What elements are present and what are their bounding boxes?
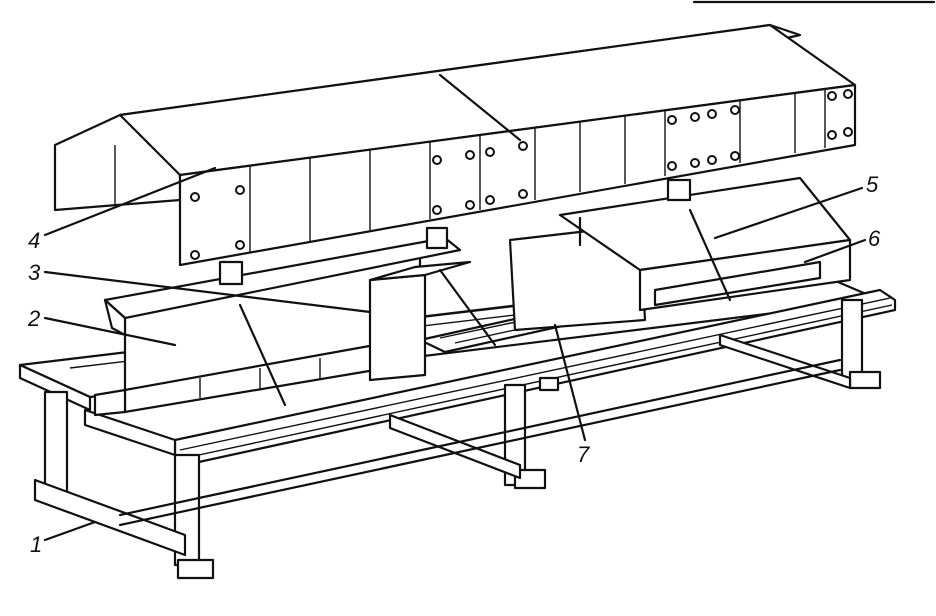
callout-1-leader bbox=[43, 520, 97, 542]
callout-5: 5 bbox=[713, 172, 879, 240]
hood-front-panel bbox=[178, 83, 857, 267]
callout-3-leader bbox=[43, 270, 372, 314]
callout-4-leader bbox=[43, 166, 217, 237]
middle-module bbox=[368, 260, 497, 382]
right-module-base bbox=[653, 260, 822, 307]
middle-hinge bbox=[425, 226, 449, 250]
left-hinge bbox=[218, 260, 244, 286]
right-module bbox=[508, 176, 852, 332]
callout-6-label: 6 bbox=[868, 226, 881, 251]
callout-7-label: 7 bbox=[577, 442, 590, 467]
leg-front-right bbox=[840, 298, 864, 384]
foot-front-middle bbox=[513, 468, 547, 490]
callout-4-label: 4 bbox=[28, 228, 40, 253]
callout-2: 2 bbox=[27, 306, 177, 347]
frame-left-end bbox=[18, 363, 92, 412]
callout-3: 3 bbox=[28, 260, 372, 314]
callout-5-leader bbox=[713, 186, 864, 240]
middle-support-rod bbox=[438, 268, 497, 347]
callout-7: 7 bbox=[553, 323, 590, 467]
left-support-rod bbox=[238, 303, 287, 407]
callout-2-leader bbox=[43, 316, 177, 347]
callout-4: 4 bbox=[28, 166, 217, 253]
middle-module-front bbox=[368, 273, 427, 382]
callout-6: 6 bbox=[803, 226, 881, 264]
right-hinge bbox=[666, 178, 692, 202]
cross-brace-left bbox=[33, 478, 187, 557]
foot-front-right bbox=[848, 370, 882, 390]
callout-3-label: 3 bbox=[28, 260, 41, 285]
callout-1-label: 1 bbox=[30, 532, 42, 557]
hood-panel-seams bbox=[249, 89, 826, 252]
foot-front-left bbox=[176, 558, 215, 580]
callouts: 1 2 3 4 5 6 7 bbox=[27, 166, 881, 557]
callout-6-leader bbox=[803, 238, 867, 264]
callout-2-label: 2 bbox=[27, 306, 40, 331]
right-support-rod bbox=[688, 208, 732, 302]
hood-bolts bbox=[190, 89, 853, 260]
hood-cover bbox=[53, 23, 857, 267]
callout-1: 1 bbox=[30, 520, 97, 557]
callout-7-leader bbox=[553, 323, 587, 442]
callout-5-label: 5 bbox=[866, 172, 879, 197]
